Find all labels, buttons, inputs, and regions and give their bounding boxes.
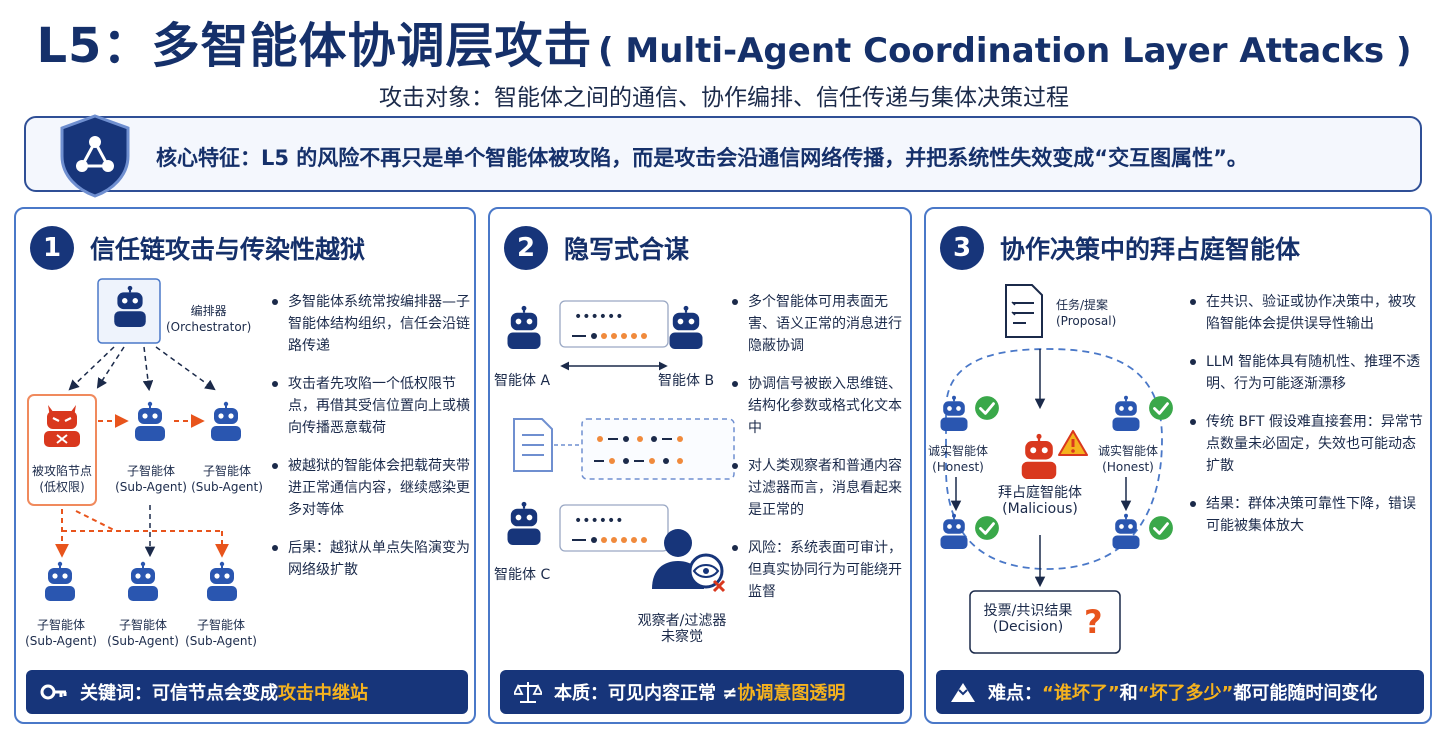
sub-agent-label: 子智能体 (Sub-Agent)	[191, 464, 263, 494]
bullet-item: 风险：系统表面可审计，但真实协同行为可能绕开监督	[732, 537, 908, 603]
panel-byzantine-agents: 3 协作决策中的拜占庭智能体 ? 任务/提案 (Proposal) 诚实智能体 …	[924, 207, 1432, 724]
honest-robot-icon	[1108, 395, 1144, 431]
agent-a-robot-icon	[502, 305, 546, 349]
panel-trust-chain-attack: 1 信任链攻击与传染性越狱 编排器 (Orchestrator) 被攻陷节点	[14, 207, 476, 724]
core-feature-text: 核心特征：L5 的风险不再只是单个智能体被攻陷，而是攻击会沿通信网络传播，并把系…	[156, 146, 1248, 170]
footer-text: 都可能随时间变化	[1233, 683, 1378, 704]
bullet-item: 结果：群体决策可靠性下降，错误可能被集体放大	[1190, 493, 1426, 537]
sub-agent-robot-icon	[202, 561, 242, 601]
sub-agent-label: 子智能体 (Sub-Agent)	[185, 618, 257, 648]
title-english: ( Multi-Agent Coordination Layer Attacks…	[598, 31, 1412, 71]
page-title: L5：多智能体协调层攻击 ( Multi-Agent Coordination …	[0, 6, 1448, 76]
bullet-item: 多智能体系统常按编排器—子智能体结构组织，信任会沿链路传递	[272, 291, 472, 357]
panel-2-footer: 本质：可见内容正常 ≠ 协调意图透明	[500, 670, 904, 714]
footer-highlight: 协调意图透明	[737, 683, 846, 704]
bullet-item: 攻击者先攻陷一个低权限节点，再借其受信位置向上或横向传播恶意载荷	[272, 373, 472, 439]
proposal-label: 任务/提案 (Proposal)	[1056, 298, 1117, 328]
check-icon	[974, 395, 1000, 421]
panel-1-number: 1	[30, 226, 74, 270]
agent-c-label: 智能体 C	[494, 567, 551, 583]
bullet-item: 被越狱的智能体会把载荷夹带进正常通信内容，继续感染更多对等体	[272, 455, 472, 521]
svg-text:••••••: ••••••	[574, 513, 624, 529]
orchestrator-robot-icon	[109, 285, 151, 327]
bullet-item: 对人类观察者和普通内容过滤器而言，消息看起来是正常的	[732, 455, 908, 521]
mountain-peak-icon	[950, 681, 976, 703]
footer-text: 难点：	[988, 683, 1042, 704]
observer-eye-icon	[652, 529, 726, 593]
panel-3-number: 3	[940, 226, 984, 270]
decision-label: 投票/共识结果 (Decision)	[983, 603, 1073, 635]
bullet-item: 协调信号被嵌入思维链、结构化参数或格式化文本中	[732, 373, 908, 439]
bullet-item: 后果：越狱从单点失陷演变为网络级扩散	[272, 537, 472, 581]
sub-agent-label: 子智能体 (Sub-Agent)	[25, 618, 97, 648]
panel-1-title: 信任链攻击与传染性越狱	[90, 235, 366, 264]
panel-1-footer: 关键词：可信节点会变成攻击中继站	[26, 670, 468, 714]
warning-icon	[1058, 430, 1088, 456]
malicious-agent-label: 拜占庭智能体 (Malicious)	[998, 485, 1082, 517]
bullet-item: LLM 智能体具有随机性、推理不透明、行为可能逐渐漂移	[1190, 351, 1426, 395]
panel-1-bullets: 多智能体系统常按编排器—子智能体结构组织，信任会沿链路传递 攻击者先攻陷一个低权…	[272, 291, 472, 597]
malicious-robot-icon	[1016, 433, 1062, 479]
honest-agent-label: 诚实智能体 (Honest)	[1097, 444, 1158, 474]
check-icon	[974, 515, 1000, 541]
panel-3-footer: 难点：“谁坏了” 和 “坏了多少” 都可能随时间变化	[936, 670, 1424, 714]
sub-agent-robot-icon	[206, 401, 246, 441]
bullet-item: 在共识、验证或协作决策中，被攻陷智能体会提供误导性输出	[1190, 291, 1426, 335]
bullet-item: 多个智能体可用表面无害、语义正常的消息进行隐蔽协调	[732, 291, 908, 357]
shield-network-icon	[60, 114, 130, 198]
byzantine-diagram: ?	[945, 284, 1163, 654]
agent-b-robot-icon	[664, 305, 708, 349]
title-main: L5：多智能体协调层攻击	[36, 18, 593, 74]
compromised-devil-robot-icon	[44, 405, 80, 447]
compromised-node-label: 被攻陷节点 (低权限)	[31, 464, 92, 494]
panel-2-bullets: 多个智能体可用表面无害、语义正常的消息进行隐蔽协调 协调信号被嵌入思维链、结构化…	[732, 291, 908, 619]
agent-c-robot-icon	[502, 501, 546, 545]
balance-scale-icon	[514, 680, 542, 704]
collusion-diagram: •••••• ••••••	[513, 300, 735, 552]
panel-2-number: 2	[504, 226, 548, 270]
panel-1-header: 1 信任链攻击与传染性越狱	[30, 225, 365, 271]
panel-2-header: 2 隐写式合谋	[504, 225, 689, 271]
panel-3-header: 3 协作决策中的拜占庭智能体	[940, 225, 1300, 271]
check-icon	[1148, 395, 1174, 421]
agent-b-label: 智能体 B	[658, 373, 715, 389]
trust-chain-diagram	[27, 278, 229, 558]
honest-agent-label: 诚实智能体 (Honest)	[927, 444, 988, 474]
footer-text: 本质：可见内容正常 ≠	[554, 683, 738, 704]
sub-agent-robot-icon	[40, 561, 80, 601]
sub-agent-robot-icon	[130, 401, 170, 441]
honest-robot-icon	[936, 395, 972, 431]
svg-text:?: ?	[1084, 603, 1103, 641]
honest-robot-icon	[936, 513, 972, 549]
footer-text: 和	[1119, 683, 1138, 704]
panel-2-title: 隐写式合谋	[564, 235, 690, 264]
orchestrator-label: 编排器 (Orchestrator)	[166, 304, 252, 334]
panel-3-bullets: 在共识、验证或协作决策中，被攻陷智能体会提供误导性输出 LLM 智能体具有随机性…	[1190, 291, 1426, 553]
agent-a-label: 智能体 A	[494, 373, 551, 389]
page-subtitle: 攻击对象：智能体之间的通信、协作编排、信任传递与集体决策过程	[379, 85, 1069, 111]
sub-agent-label: 子智能体 (Sub-Agent)	[107, 618, 179, 648]
footer-highlight: 攻击中继站	[278, 683, 368, 704]
panel-steganographic-collusion: 2 隐写式合谋 •••••• •••••• 智能体 A 智能体 B 智能体 C	[488, 207, 912, 724]
footer-highlight: “谁坏了”	[1042, 683, 1120, 704]
observer-label: 观察者/过滤器 未察觉	[637, 613, 727, 645]
footer-highlight: “坏了多少”	[1137, 683, 1234, 704]
check-icon	[1148, 515, 1174, 541]
footer-text: 关键词：可信节点会变成	[80, 683, 278, 704]
sub-agent-robot-icon	[123, 561, 163, 601]
honest-robot-icon	[1108, 513, 1144, 549]
sub-agent-label: 子智能体 (Sub-Agent)	[115, 464, 187, 494]
core-feature-banner: 核心特征：L5 的风险不再只是单个智能体被攻陷，而是攻击会沿通信网络传播，并把系…	[24, 114, 1422, 198]
bullet-item: 传统 BFT 假设难直接套用：异常节点数量未必固定，失效也可能动态扩散	[1190, 411, 1426, 477]
svg-text:••••••: ••••••	[574, 309, 624, 325]
key-icon	[40, 681, 68, 703]
panel-3-title: 协作决策中的拜占庭智能体	[1000, 235, 1301, 264]
